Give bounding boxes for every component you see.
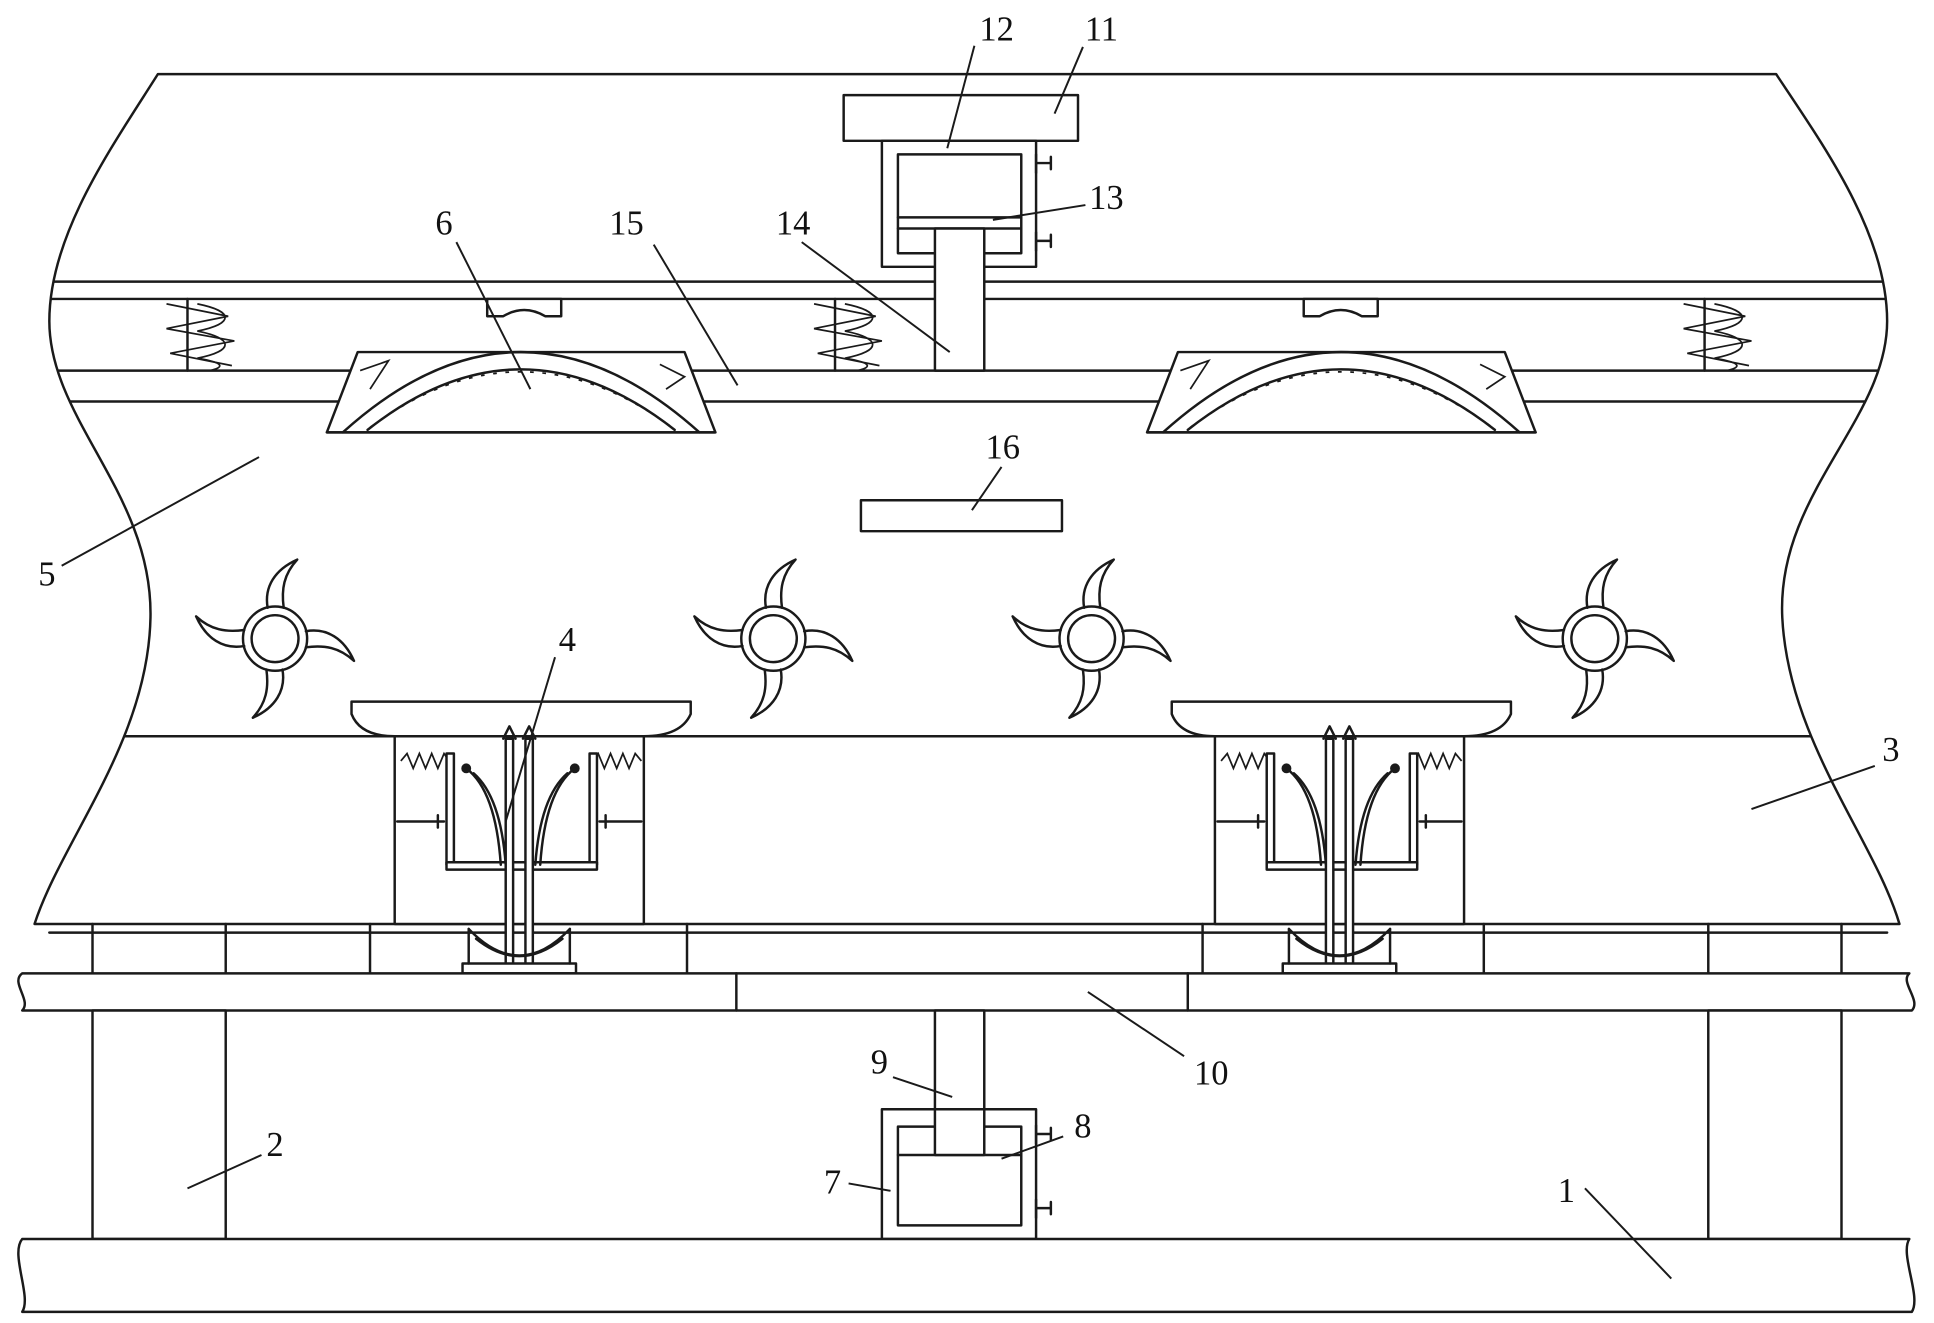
label-12: 12: [979, 11, 1014, 49]
label-3: 3: [1882, 731, 1899, 769]
label-9: 9: [871, 1043, 888, 1081]
leader-lines: [61, 45, 1876, 1280]
hopper-right: [1170, 700, 1513, 738]
rail-stop-right: [1302, 297, 1379, 318]
label-4: 4: [559, 621, 576, 659]
screening-mechanism-right: [1213, 725, 1466, 975]
label-5: 5: [38, 556, 55, 594]
label-16: 16: [986, 428, 1021, 466]
top-bolt-lower: [1034, 231, 1053, 253]
top-bolt-upper: [1034, 153, 1053, 175]
support-leg-left: [91, 1009, 227, 1241]
crushing-dome-right: [1145, 350, 1537, 434]
bottom-bolt-upper: [1034, 1124, 1053, 1146]
screening-mechanism-left: [393, 725, 646, 975]
top-rod: [933, 227, 986, 372]
label-7: 7: [824, 1163, 841, 1201]
label-14: 14: [776, 205, 811, 243]
base-plate: [17, 1237, 1916, 1314]
deflector-plate: [859, 499, 1064, 533]
label-10: 10: [1194, 1055, 1229, 1093]
label-8: 8: [1074, 1108, 1091, 1146]
crushing-dome-left: [325, 350, 717, 434]
lower-block-row: [48, 922, 1889, 975]
label-2: 2: [266, 1126, 283, 1164]
top-plate: [842, 93, 1080, 143]
label-6: 6: [435, 205, 452, 243]
label-13: 13: [1089, 179, 1124, 217]
support-leg-right: [1707, 1009, 1843, 1241]
label-11: 11: [1085, 11, 1118, 49]
rail-stop-left: [485, 297, 563, 318]
hopper-left: [350, 700, 692, 738]
label-1: 1: [1558, 1172, 1575, 1210]
slide-rail: [17, 972, 1916, 1012]
label-15: 15: [609, 205, 644, 243]
bottom-bolt-lower: [1034, 1198, 1053, 1220]
